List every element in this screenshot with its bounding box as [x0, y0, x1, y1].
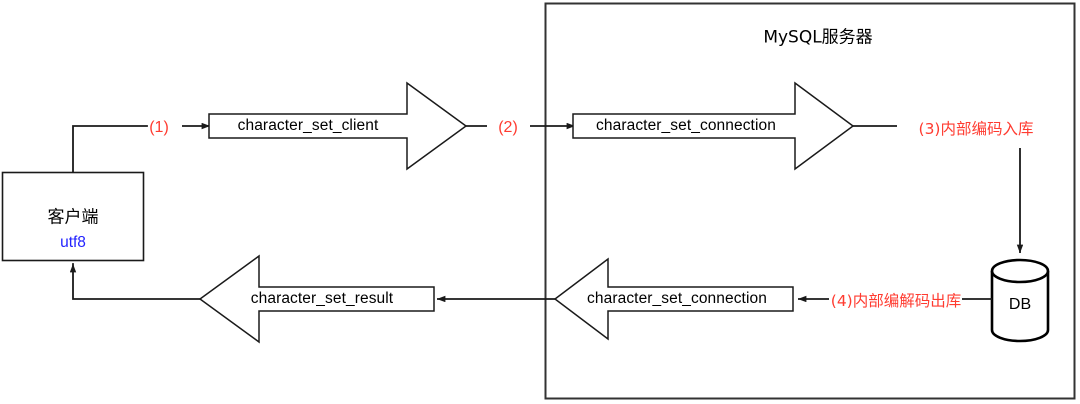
db-cylinder — [990, 258, 1050, 343]
client-charset-label: utf8 — [60, 234, 86, 251]
client-to-step1-line — [72, 125, 148, 173]
client-label: 客户端 — [47, 207, 99, 228]
mysql-server-box — [544, 2, 1076, 400]
step-3-label: (3)内部编码入库 — [918, 120, 1034, 138]
character-set-connection-out-arrow-shape — [553, 257, 794, 341]
character-set-connection-in-arrow-shape — [572, 81, 855, 171]
step-1-label: (1) — [149, 119, 169, 136]
db-label: DB — [1008, 296, 1032, 313]
character-set-connection-in-label: character_set_connection — [596, 117, 776, 134]
step-4-label: (4)内部编解码出库 — [830, 292, 962, 310]
character-set-client-label: character_set_client — [237, 117, 379, 134]
character-set-client-arrow-shape — [208, 81, 468, 171]
mysql-server-title: MySQL服务器 — [763, 27, 873, 48]
character-set-connection-out-label: character_set_connection — [587, 290, 767, 307]
step-2-label: (2) — [498, 119, 518, 136]
character-set-result-label: character_set_result — [250, 290, 394, 307]
result-to-client-line — [69, 263, 201, 300]
character-set-result-arrow-shape — [198, 254, 435, 344]
